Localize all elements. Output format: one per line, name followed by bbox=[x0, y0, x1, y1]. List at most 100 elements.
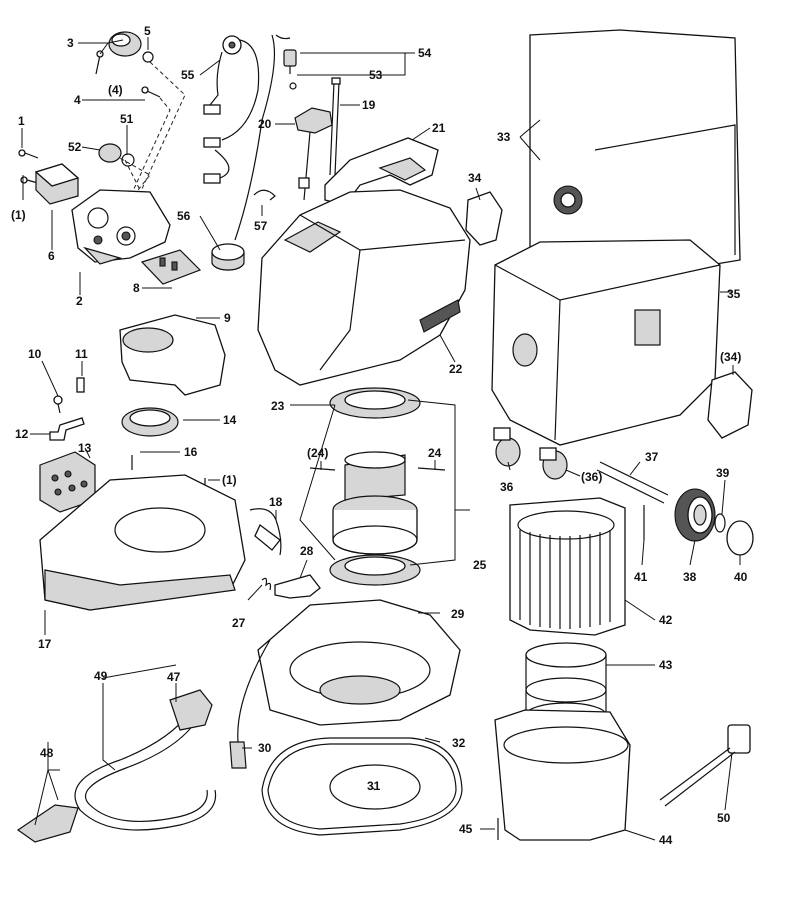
label-5: 5 bbox=[144, 24, 151, 38]
part-sensor-54 bbox=[283, 49, 297, 74]
part-float-30 bbox=[229, 741, 247, 769]
label-4b: (4) bbox=[108, 83, 123, 97]
part-hood-22 bbox=[257, 189, 471, 386]
label-50: 50 bbox=[717, 811, 731, 825]
label-56: 56 bbox=[177, 209, 191, 223]
leader-lines bbox=[21, 37, 741, 841]
label-30: 30 bbox=[258, 741, 272, 755]
label-12: 12 bbox=[15, 427, 29, 441]
label-31: 31 bbox=[367, 779, 381, 793]
part-basket-29 bbox=[257, 599, 461, 726]
label-25: 25 bbox=[473, 558, 487, 572]
label-38: 38 bbox=[683, 570, 697, 584]
part-control-panel-2 bbox=[71, 189, 171, 265]
part-clip-57 bbox=[253, 189, 276, 201]
part-knob-52 bbox=[98, 143, 122, 163]
label-19: 19 bbox=[362, 98, 376, 112]
part-knob-3 bbox=[95, 31, 142, 75]
part-bracket-9 bbox=[119, 314, 226, 396]
part-nozzle-48 bbox=[16, 804, 79, 843]
part-ring-31 bbox=[329, 764, 421, 810]
label-2: 2 bbox=[76, 294, 83, 308]
part-collector-44 bbox=[494, 709, 631, 841]
part-labels: 3 5 (4) 4 1 (1) 6 2 51 52 8 9 10 11 12 1… bbox=[11, 24, 748, 847]
part-cuff-47 bbox=[169, 689, 213, 731]
label-47: 47 bbox=[167, 670, 181, 684]
label-54: 54 bbox=[418, 46, 432, 60]
part-caster-36 bbox=[493, 427, 521, 467]
label-43: 43 bbox=[659, 658, 673, 672]
part-ring-51 bbox=[121, 153, 135, 167]
part-latch-20 bbox=[294, 107, 333, 201]
part-filter-bag-33 bbox=[529, 29, 741, 281]
label-6: 6 bbox=[48, 249, 55, 263]
label-34: 34 bbox=[468, 171, 482, 185]
label-23: 23 bbox=[271, 399, 285, 413]
label-48: 48 bbox=[40, 746, 54, 760]
label-42: 42 bbox=[659, 613, 673, 627]
part-tube-37 bbox=[596, 461, 669, 504]
label-28: 28 bbox=[300, 544, 314, 558]
label-36: 36 bbox=[500, 480, 514, 494]
part-container-35 bbox=[491, 239, 721, 446]
label-24b: (24) bbox=[307, 446, 328, 460]
part-ring-39 bbox=[714, 513, 726, 533]
part-wrench-50 bbox=[659, 724, 751, 807]
part-buzzer-56 bbox=[211, 243, 245, 271]
label-51: 51 bbox=[120, 112, 134, 126]
part-ring-53 bbox=[289, 82, 297, 90]
part-latch-34b bbox=[707, 371, 753, 439]
part-cable-55 bbox=[203, 34, 291, 241]
label-27: 27 bbox=[232, 616, 246, 630]
part-spring-27 bbox=[261, 577, 272, 591]
label-1: 1 bbox=[18, 114, 25, 128]
part-filter-42 bbox=[509, 497, 626, 636]
label-1b: (1) bbox=[11, 208, 26, 222]
part-screws-1 bbox=[18, 149, 39, 184]
label-36b: (36) bbox=[581, 470, 602, 484]
label-13: 13 bbox=[78, 441, 92, 455]
label-33: 33 bbox=[497, 130, 511, 144]
part-gasket-32 bbox=[261, 737, 463, 836]
part-motor-25 bbox=[332, 451, 418, 555]
part-rod-19 bbox=[329, 77, 341, 176]
label-40: 40 bbox=[734, 570, 748, 584]
label-24: 24 bbox=[428, 446, 442, 460]
part-switch-6 bbox=[34, 163, 80, 205]
label-18: 18 bbox=[269, 495, 283, 509]
label-22: 22 bbox=[449, 362, 463, 376]
label-29: 29 bbox=[451, 607, 465, 621]
part-seal-23b bbox=[329, 554, 421, 586]
label-37: 37 bbox=[645, 450, 659, 464]
label-57: 57 bbox=[254, 219, 268, 233]
part-screw-10 bbox=[53, 395, 63, 414]
part-latch-34 bbox=[465, 191, 503, 246]
label-4: 4 bbox=[74, 93, 81, 107]
part-screw-4 bbox=[141, 86, 161, 98]
label-16: 16 bbox=[184, 445, 198, 459]
label-8: 8 bbox=[133, 281, 140, 295]
label-35: 35 bbox=[727, 287, 741, 301]
part-seal-23 bbox=[329, 387, 421, 419]
part-oring-5 bbox=[142, 51, 154, 63]
part-screws-24 bbox=[309, 467, 446, 471]
cable-30 bbox=[237, 639, 271, 743]
label-55: 55 bbox=[181, 68, 195, 82]
label-11: 11 bbox=[75, 347, 88, 361]
label-34b: (34) bbox=[720, 350, 741, 364]
part-cap-40 bbox=[726, 520, 754, 556]
part-ring-14 bbox=[121, 407, 179, 437]
label-53: 53 bbox=[369, 68, 383, 82]
label-1c: (1) bbox=[222, 473, 237, 487]
part-foam-13 bbox=[39, 451, 96, 513]
label-10: 10 bbox=[28, 347, 42, 361]
part-gasket-32-inner bbox=[267, 743, 457, 830]
label-39: 39 bbox=[716, 466, 730, 480]
label-20: 20 bbox=[258, 117, 272, 131]
label-49: 49 bbox=[94, 669, 108, 683]
label-45: 45 bbox=[459, 822, 473, 836]
label-3: 3 bbox=[67, 36, 74, 50]
part-screw-11 bbox=[76, 377, 85, 393]
label-21: 21 bbox=[432, 121, 446, 135]
